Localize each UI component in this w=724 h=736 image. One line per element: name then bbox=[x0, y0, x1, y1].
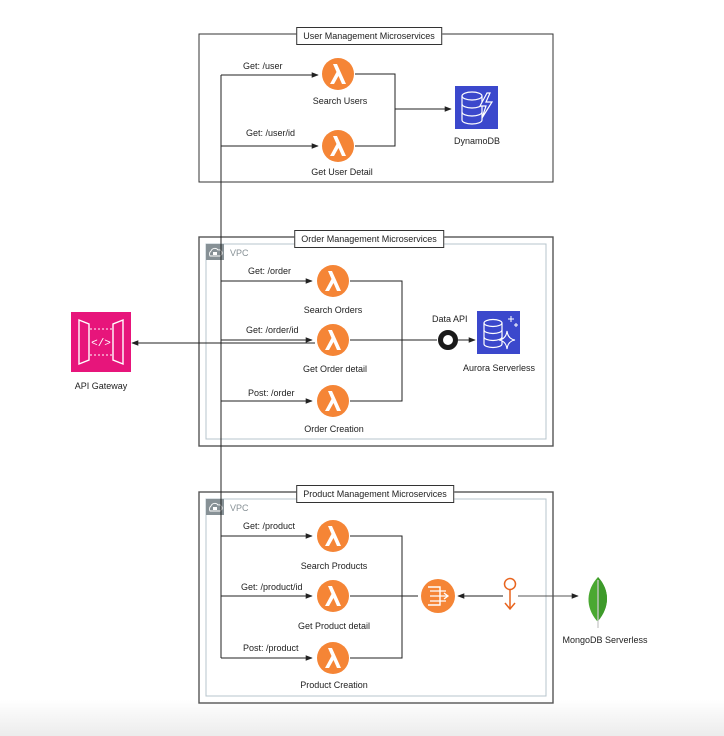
route-label: Post: /product bbox=[243, 643, 299, 653]
order-merge-line bbox=[350, 280, 403, 402]
api-gateway-label: API Gateway bbox=[74, 381, 128, 391]
mongodb-label: MongoDB Serverless bbox=[562, 635, 648, 645]
aurora-serverless-icon[interactable] bbox=[477, 311, 520, 354]
route-label: Get: /order bbox=[248, 266, 292, 276]
order-group-title: Order Management Microservices bbox=[294, 230, 444, 248]
user-group-box bbox=[198, 33, 554, 183]
order-vpc-badge-icon bbox=[206, 244, 224, 260]
route-label: Get: /order/id bbox=[246, 325, 299, 335]
vpc-endpoint-icon[interactable] bbox=[421, 579, 455, 613]
data-api-ring-icon[interactable] bbox=[438, 330, 458, 350]
function-label: Product Creation bbox=[300, 680, 368, 690]
function-label: Search Users bbox=[312, 96, 368, 106]
order-vpc-label: VPC bbox=[230, 248, 249, 258]
product-group-title: Product Management Microservices bbox=[296, 485, 454, 503]
lambda-icon[interactable] bbox=[317, 642, 349, 674]
function-label: Search Orders bbox=[303, 305, 363, 315]
lambda-icon[interactable] bbox=[317, 520, 349, 552]
function-label: Get Order detail bbox=[302, 364, 368, 374]
function-label: Get User Detail bbox=[311, 167, 373, 177]
route-label: Get: /user/id bbox=[246, 128, 296, 138]
user-merge-line bbox=[355, 73, 396, 147]
product-vpc-badge-icon bbox=[206, 499, 224, 515]
product-vpc-label: VPC bbox=[230, 503, 249, 513]
lambda-icon[interactable] bbox=[322, 58, 354, 90]
function-label: Order Creation bbox=[304, 424, 364, 434]
mongodb-leaf-icon[interactable] bbox=[588, 577, 607, 628]
dynamodb-icon[interactable] bbox=[455, 86, 498, 129]
route-label: Get: /product/id bbox=[241, 582, 303, 592]
lambda-icon[interactable] bbox=[317, 324, 349, 356]
route-label: Post: /order bbox=[248, 388, 295, 398]
lambda-icon[interactable] bbox=[317, 265, 349, 297]
privatelink-icon[interactable] bbox=[503, 577, 517, 611]
data-api-label: Data API bbox=[432, 314, 468, 324]
svg-text:</>: </> bbox=[91, 338, 111, 350]
dynamodb-label: DynamoDB bbox=[453, 136, 501, 146]
lambda-icon[interactable] bbox=[317, 580, 349, 612]
api-gateway-icon[interactable]: </> bbox=[71, 312, 131, 372]
product-merge-line bbox=[350, 535, 403, 659]
user-group-title: User Management Microservices bbox=[296, 27, 442, 45]
function-label: Get Product detail bbox=[297, 621, 371, 631]
lambda-icon[interactable] bbox=[317, 385, 349, 417]
page-bottom-fade bbox=[0, 700, 724, 736]
route-label: Get: /product bbox=[243, 521, 296, 531]
route-label: Get: /user bbox=[243, 61, 283, 71]
function-label: Search Products bbox=[300, 561, 368, 571]
aurora-label: Aurora Serverless bbox=[462, 363, 536, 373]
lambda-icon[interactable] bbox=[322, 130, 354, 162]
